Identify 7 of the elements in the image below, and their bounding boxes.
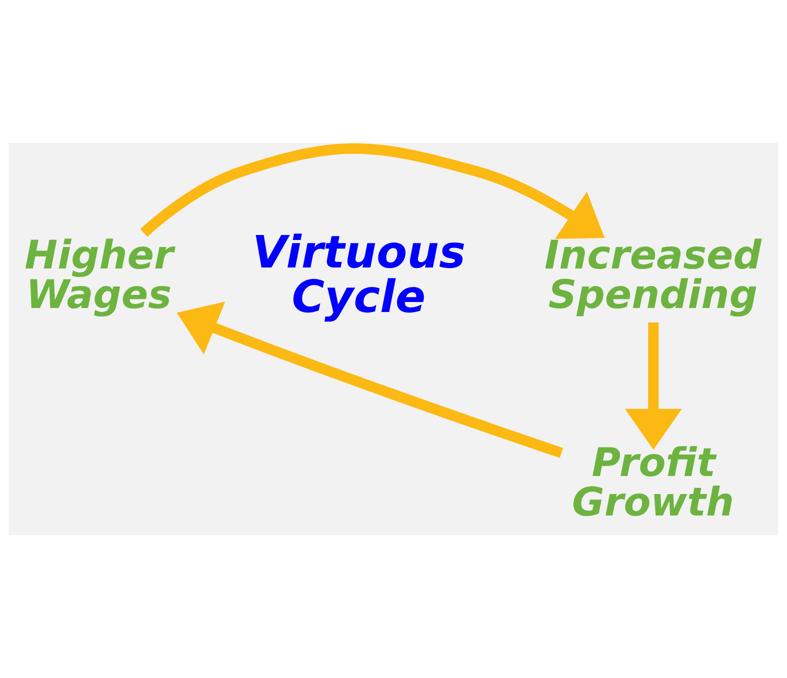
node-text: Increased Spending	[544, 232, 762, 318]
node-text: Profit Growth	[572, 440, 734, 526]
arrow	[624, 322, 682, 450]
arrow	[176, 302, 564, 458]
arrow	[140, 143, 605, 239]
node-text: Higher Wages	[24, 232, 174, 318]
label: Virtuous Cycle	[252, 226, 466, 324]
